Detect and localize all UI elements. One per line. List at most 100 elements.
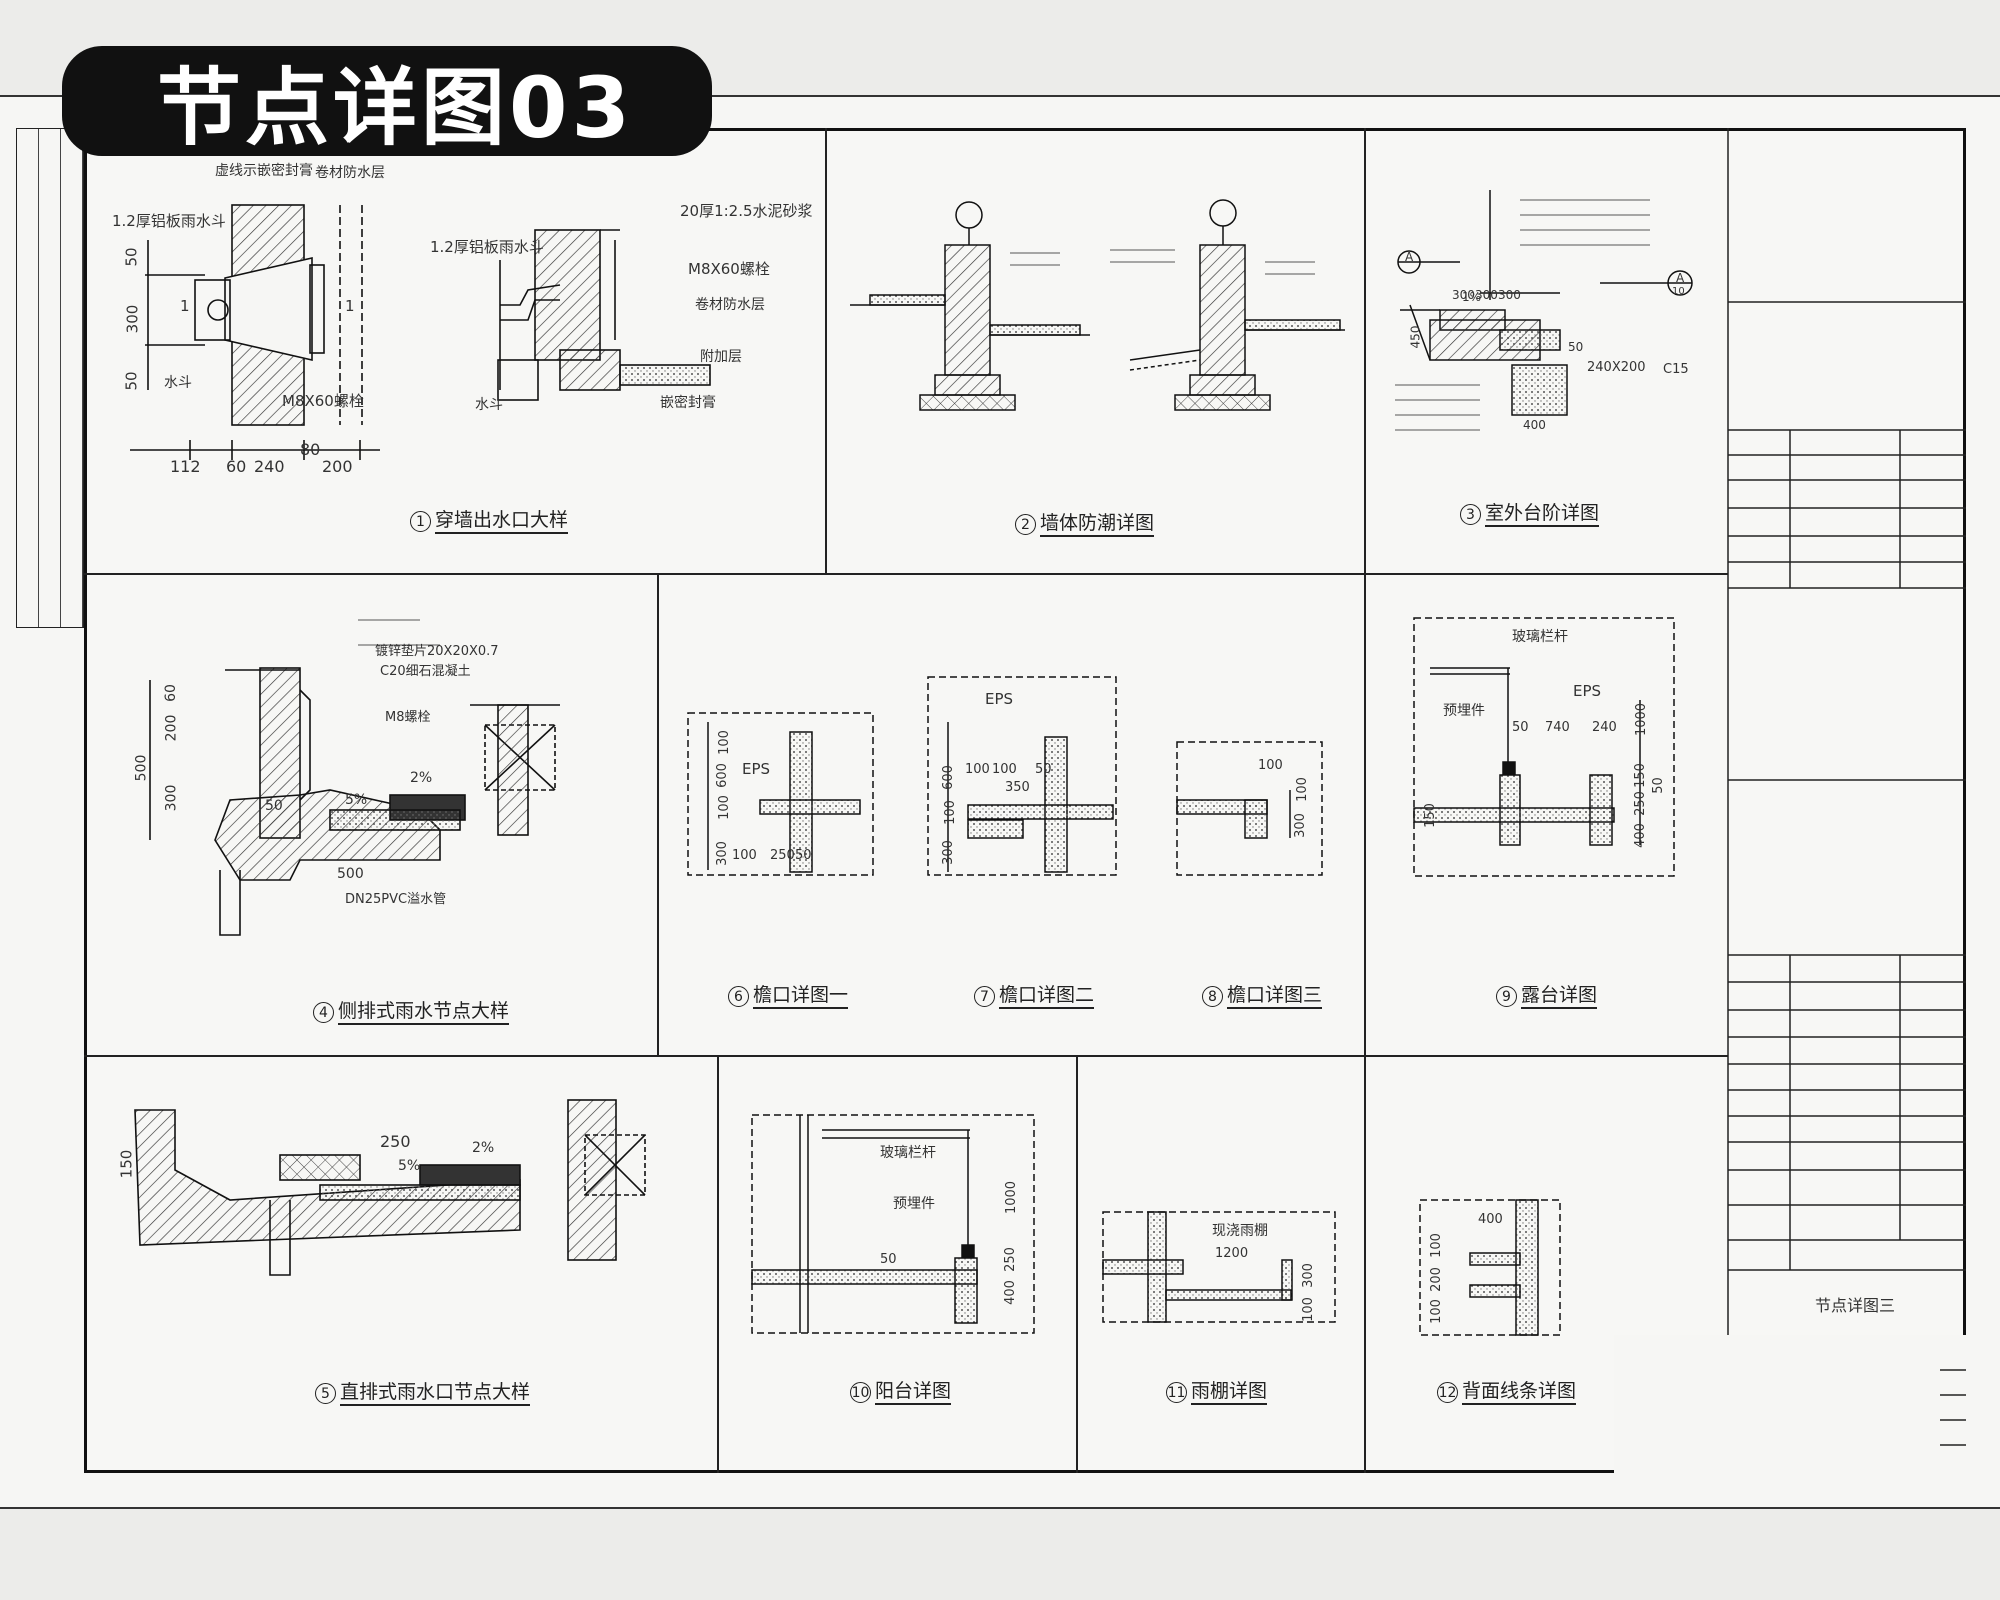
- d1-dim-50a: 50: [122, 247, 141, 267]
- d8-dim-100a: 100: [1258, 758, 1283, 773]
- d4-dim-200: 200: [163, 714, 180, 742]
- d9-dim-150b: 150: [1422, 803, 1438, 828]
- d9-dim-150a: 150: [1632, 763, 1648, 788]
- d4-note-c: M8螺栓: [385, 710, 431, 725]
- d1-section-left: 1: [180, 297, 190, 315]
- d4-dim-60: 60: [162, 684, 179, 702]
- d10-note-a: 玻璃栏杆: [880, 1145, 936, 1161]
- d4-dim-300: 300: [163, 784, 180, 812]
- d1-dim-60: 60: [226, 457, 247, 476]
- d7-dim-600: 600: [940, 765, 956, 790]
- detail-8-drawing: [1176, 741, 1323, 876]
- d7-dim-100c: 100: [942, 800, 958, 825]
- title-block-stub: [1940, 1369, 1966, 1446]
- d9-dim-1000: 1000: [1634, 702, 1650, 737]
- d3-ref-b: A: [1676, 271, 1685, 285]
- d1-dim-240: 240: [254, 457, 285, 476]
- d1-note-l: 水斗: [475, 397, 503, 413]
- detail-5-drawing: [134, 1099, 646, 1276]
- d9-dim-50: 50: [1512, 720, 1529, 735]
- d1-note-d: M8X60螺栓: [282, 392, 364, 410]
- d7-dim-300: 300: [940, 840, 956, 865]
- d3-dim-450: 450: [1408, 325, 1423, 349]
- d4-dim-500: 500: [133, 754, 150, 782]
- d1-section-right: 1: [345, 297, 355, 315]
- d9-dim-240: 240: [1592, 720, 1617, 735]
- d1-note-b: 卷材防水层: [315, 165, 385, 181]
- binding-margin-strip: [16, 128, 84, 628]
- detail-3-drawing: [1397, 190, 1693, 416]
- d9-note-a: 玻璃栏杆: [1512, 629, 1568, 645]
- detail-10-drawing: [751, 1114, 1035, 1334]
- detail-11-drawing: [1102, 1211, 1336, 1323]
- d9-note-b: 预埋件: [1443, 703, 1485, 719]
- d12-dim-100a: 100: [1428, 1233, 1444, 1258]
- d4-note-a: 镀锌垫片20X20X0.7: [375, 644, 499, 659]
- detail-9-drawing: [1413, 617, 1675, 877]
- detail-12-drawing: [1419, 1199, 1561, 1336]
- d7-dim-50: 50: [1035, 762, 1052, 777]
- small-annotation-lines: [358, 199, 1650, 646]
- d1-note-c: 1.2厚铝板雨水斗: [112, 212, 226, 230]
- detail-6-drawing: [687, 712, 874, 876]
- title-block: [1727, 128, 1966, 1335]
- d1-note-a: 虚线示嵌密封膏: [215, 163, 313, 179]
- d5-slope-2: 2%: [472, 1140, 495, 1156]
- d4-note-b: C20细石混凝土: [380, 664, 471, 679]
- d12-dim-100b: 100: [1428, 1299, 1444, 1324]
- d7-eps: EPS: [985, 690, 1014, 708]
- d3-dim-300a: 300: [1452, 288, 1475, 302]
- d1-dim-80: 80: [300, 440, 321, 459]
- title-block-drawing-name: 节点详图三: [1815, 1296, 1896, 1315]
- d4-note-g: DN25PVC溢水管: [345, 892, 447, 907]
- d6-dim-300: 300: [714, 841, 730, 866]
- d1-note-k: 嵌密封膏: [660, 395, 716, 411]
- d5-slope-5: 5%: [398, 1158, 421, 1174]
- d3-note-b: C15: [1663, 362, 1689, 377]
- page-title: 节点详图03: [62, 46, 712, 157]
- d1-note-e: 水斗: [164, 375, 192, 391]
- d7-dim-350: 350: [1005, 780, 1030, 795]
- d10-dim-250: 250: [1002, 1247, 1018, 1272]
- d7-dim-100a: 100: [965, 762, 990, 777]
- d1-note-g: 1.2厚铝板雨水斗: [430, 238, 544, 256]
- d3-slope: 1%: [1462, 290, 1482, 304]
- d3-ref-c: 10: [1672, 286, 1685, 297]
- d3-ref-a: A: [1405, 250, 1414, 264]
- d9-dim-400: 400: [1632, 823, 1648, 848]
- d6-dim-100a: 100: [716, 730, 732, 755]
- d4-note-d: 2%: [410, 770, 433, 786]
- d1-note-f: 20厚1:2.5水泥砂浆: [680, 202, 813, 220]
- d1-note-i: 卷材防水层: [695, 297, 765, 313]
- d6-dim-250: 250: [770, 848, 795, 863]
- d12-dim-400: 400: [1478, 1212, 1503, 1227]
- d10-dim-1000: 1000: [1004, 1180, 1020, 1215]
- d9-dim-740: 740: [1545, 720, 1570, 735]
- d9-dim-250: 250: [1632, 791, 1648, 816]
- d1-dim-300: 300: [123, 304, 142, 334]
- d8-dim-100b: 100: [1294, 777, 1310, 802]
- d5-dim-150: 150: [117, 1149, 136, 1179]
- panel-grid: [84, 128, 1728, 1473]
- detail-7-drawing: [927, 676, 1117, 876]
- d1-dim-112: 112: [170, 457, 201, 476]
- d9-eps: EPS: [1573, 682, 1602, 700]
- d6-eps: EPS: [742, 760, 771, 778]
- d10-dim-400: 400: [1002, 1280, 1018, 1305]
- d9-dim-50b: 50: [1650, 777, 1666, 794]
- d1-dim-50b: 50: [122, 371, 141, 391]
- d4-note-e: 5%: [345, 792, 368, 808]
- d6-dim-50: 50: [795, 848, 812, 863]
- d3-dim-400: 400: [1523, 418, 1546, 432]
- d4-note-f: 500: [337, 866, 364, 882]
